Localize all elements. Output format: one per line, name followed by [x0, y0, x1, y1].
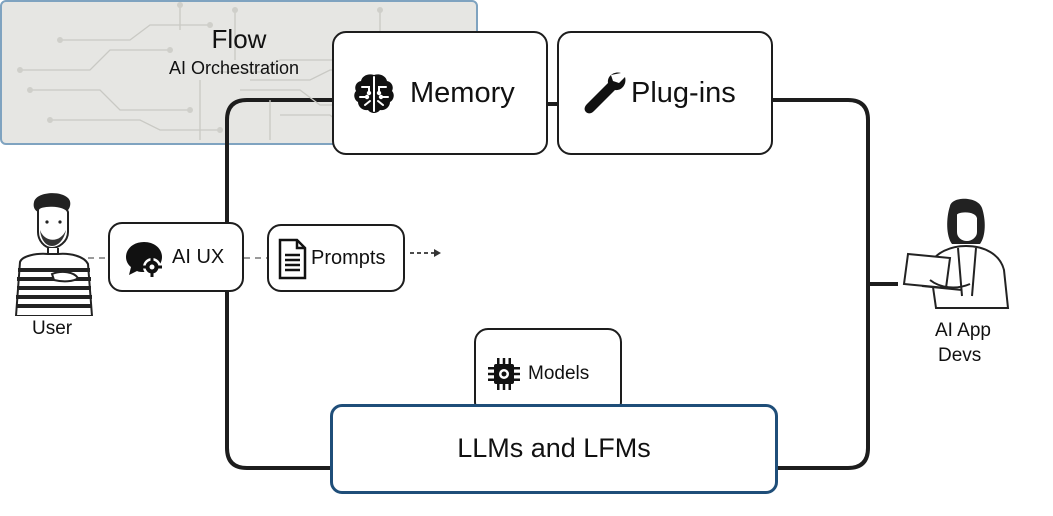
models-box: Models: [474, 328, 622, 416]
llms-label: LLMs and LFMs: [457, 433, 651, 463]
prompts-label: Prompts: [311, 247, 386, 269]
devs-label-line2: Devs: [938, 345, 982, 366]
devs-label-line1: AI App: [935, 320, 991, 341]
memory-label: Memory: [410, 77, 515, 109]
plugins-label: Plug-ins: [631, 77, 736, 109]
wrench-icon: [584, 72, 626, 114]
memory-box: Memory: [332, 31, 548, 155]
chip-icon: [488, 358, 520, 390]
developer-illustration: [902, 198, 1010, 309]
document-icon: [278, 238, 307, 280]
user-label: User: [32, 318, 73, 339]
plugins-box: Plug-ins: [557, 31, 773, 155]
ai-ux-label: AI UX: [172, 246, 225, 268]
chat-gear-icon: [126, 242, 162, 277]
user-illustration: [14, 193, 94, 316]
flow-subtitle: AI Orchestration: [168, 58, 300, 78]
brain-icon: [354, 74, 394, 113]
llms-box: LLMs and LFMs: [330, 404, 778, 494]
models-label: Models: [528, 363, 590, 384]
flow-title: Flow: [211, 24, 267, 54]
ai-ux-box: AI UX: [108, 222, 244, 292]
frame-line-right: [773, 98, 870, 470]
prompts-box: Prompts: [267, 224, 405, 292]
